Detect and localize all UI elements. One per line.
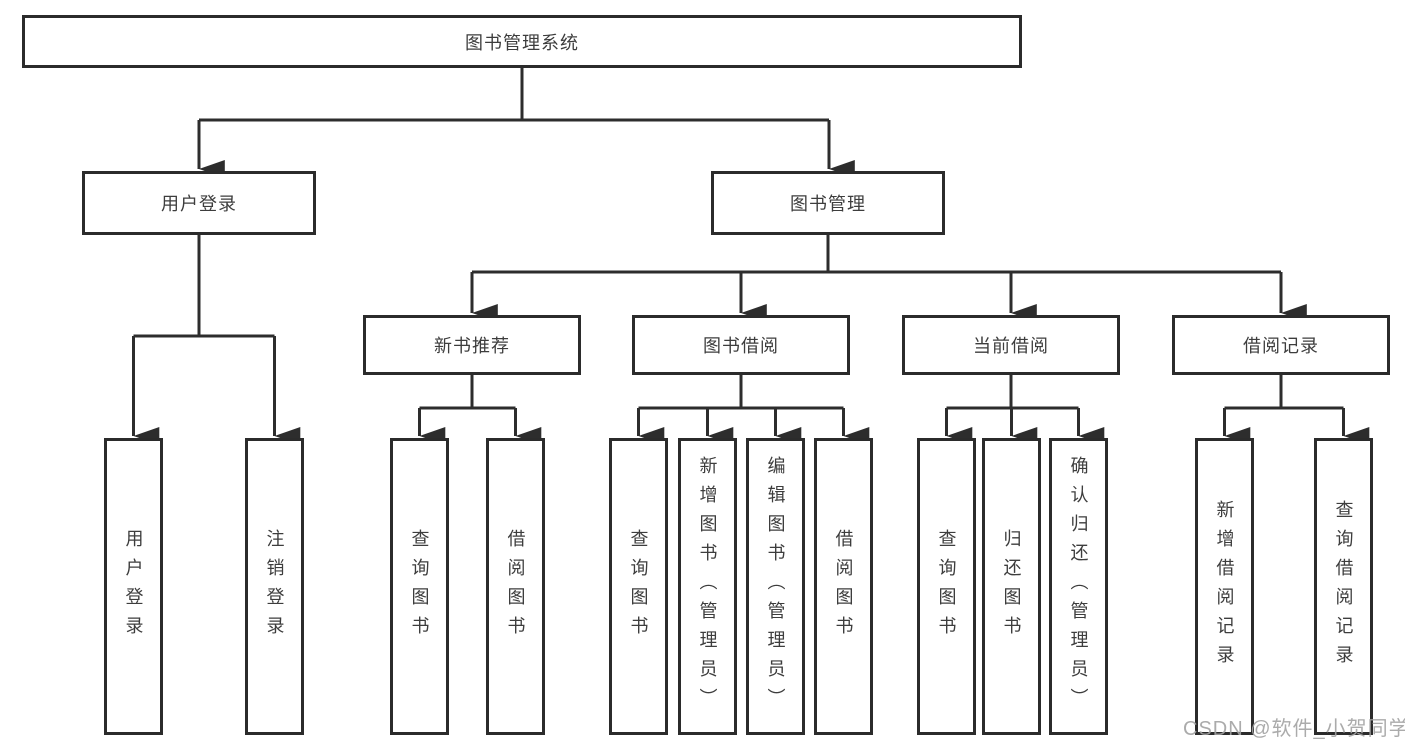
leaf-newbook-borrow-book: 借阅图书 [486,438,545,735]
leaf-return-book-label: 归还图书 [1001,528,1022,645]
leaf-borrow-query-book-label: 查询图书 [628,528,649,645]
leaf-confirm-return-admin: 确认归还（管理员） [1049,438,1108,735]
node-library-management-system: 图书管理系统 [22,15,1022,68]
leaf-borrow-borrow-book: 借阅图书 [814,438,873,735]
leaf-current-query-book-label: 查询图书 [936,528,957,645]
leaf-query-borrow-record: 查询借阅记录 [1314,438,1373,735]
leaf-add-book-admin: 新增图书（管理员） [678,438,737,735]
node-current-borrow: 当前借阅 [902,315,1120,375]
leaf-query-borrow-record-label: 查询借阅记录 [1333,499,1354,674]
node-new-book-recommend: 新书推荐 [363,315,581,375]
node-borrow-records: 借阅记录 [1172,315,1390,375]
leaf-add-borrow-record-label: 新增借阅记录 [1214,499,1235,674]
leaf-confirm-return-admin-label: 确认归还（管理员） [1068,456,1089,717]
node-book-borrow: 图书借阅 [632,315,850,375]
leaf-newbook-borrow-book-label: 借阅图书 [505,528,526,645]
leaf-newbook-query-book-label: 查询图书 [409,528,430,645]
leaf-logout: 注销登录 [245,438,304,735]
leaf-user-login-label: 用户登录 [123,528,144,645]
leaf-borrow-query-book: 查询图书 [609,438,668,735]
node-book-management: 图书管理 [711,171,945,235]
leaf-newbook-query-book: 查询图书 [390,438,449,735]
leaf-borrow-borrow-book-label: 借阅图书 [833,528,854,645]
leaf-logout-label: 注销登录 [264,528,285,645]
csdn-watermark: CSDN @软件_小贺同学 [1183,718,1405,740]
node-user-login: 用户登录 [82,171,316,235]
leaf-current-query-book: 查询图书 [917,438,976,735]
leaf-add-borrow-record: 新增借阅记录 [1195,438,1254,735]
leaf-edit-book-admin-label: 编辑图书（管理员） [765,456,786,717]
leaf-add-book-admin-label: 新增图书（管理员） [697,456,718,717]
leaf-user-login: 用户登录 [104,438,163,735]
leaf-edit-book-admin: 编辑图书（管理员） [746,438,805,735]
leaf-return-book: 归还图书 [982,438,1041,735]
